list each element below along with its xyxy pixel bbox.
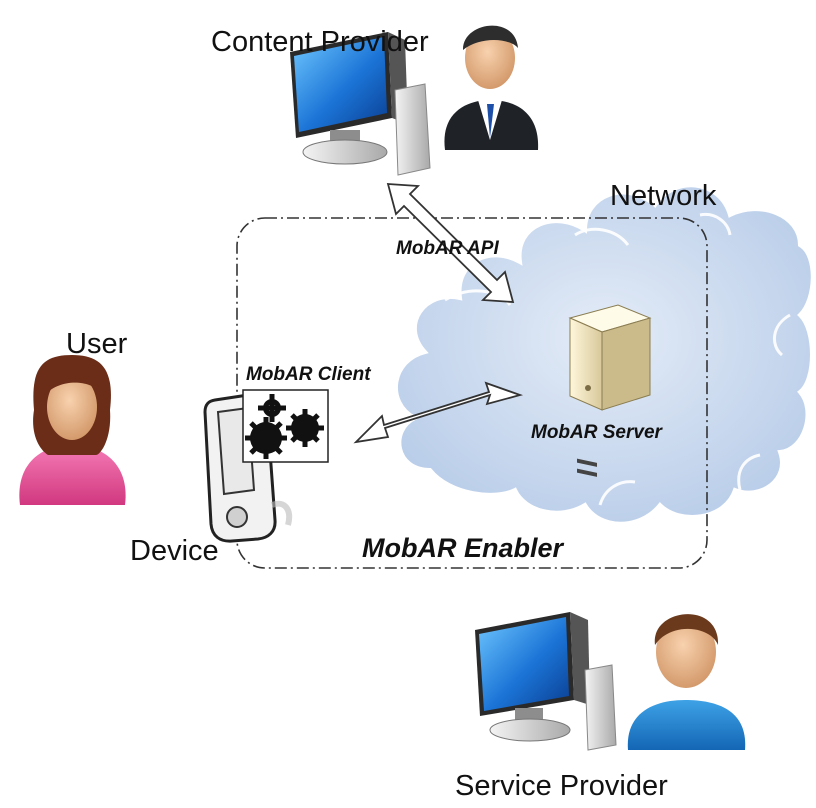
server-label: MobAR Server — [531, 422, 662, 443]
content-provider-icon — [290, 25, 539, 176]
gears-icon — [242, 389, 329, 463]
female-user-icon — [19, 355, 126, 505]
client-label: MobAR Client — [246, 364, 371, 385]
network-label: Network — [610, 180, 717, 212]
service-provider-label: Service Provider — [455, 770, 668, 802]
user-label: User — [66, 328, 128, 360]
api-label: MobAR API — [396, 238, 499, 259]
device-label: Device — [130, 535, 219, 567]
api-double-arrow — [386, 183, 515, 303]
content-provider-label: Content Provider — [211, 26, 429, 58]
client-server-double-arrow — [353, 381, 524, 444]
server-tower-icon — [568, 304, 652, 477]
service-provider-icon — [475, 612, 746, 751]
enabler-label: MobAR Enabler — [362, 533, 564, 563]
enabler-boundary — [236, 217, 708, 569]
